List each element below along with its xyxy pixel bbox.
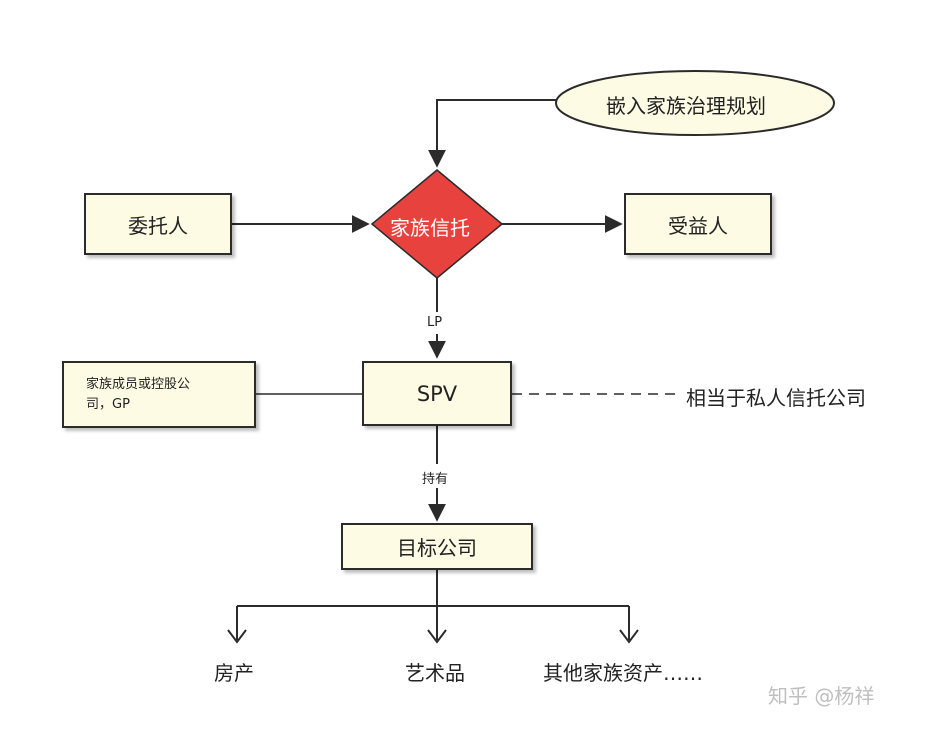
beneficiary-label: 受益人 [668,213,728,238]
art-label: 艺术品 [405,661,465,685]
settlor-box: 委托人 [84,193,232,255]
gp-box: 家族成员或控股公 司，GP [62,361,256,428]
spv-box: SPV [362,361,512,426]
target-company-label: 目标公司 [397,536,477,560]
holds-edge-label: 持有 [422,472,449,487]
other-assets-label: 其他家族资产…… [543,661,703,685]
target-company-box: 目标公司 [341,523,533,570]
lp-edge-label: LP [427,315,443,330]
beneficiary-box: 受益人 [624,193,772,255]
watermark: 知乎 @杨祥 [768,684,875,708]
spv-label: SPV [416,381,458,406]
edge-planning-to-trust [428,99,556,168]
chevron-art-icon [427,629,447,644]
gp-label-line1: 家族成员或控股公 [86,376,191,392]
family-trust-label: 家族信托 [390,216,470,240]
planning-ellipse [555,70,835,136]
private-trust-company-label: 相当于私人信托公司 [686,386,866,410]
real-estate-label: 房产 [214,661,254,685]
chevron-other-assets-icon [619,629,639,644]
settlor-label: 委托人 [128,213,188,238]
gp-label-line2: 司，GP [86,396,130,412]
chevron-real-estate-icon [227,629,247,644]
planning-label: 嵌入家族治理规划 [606,94,766,118]
